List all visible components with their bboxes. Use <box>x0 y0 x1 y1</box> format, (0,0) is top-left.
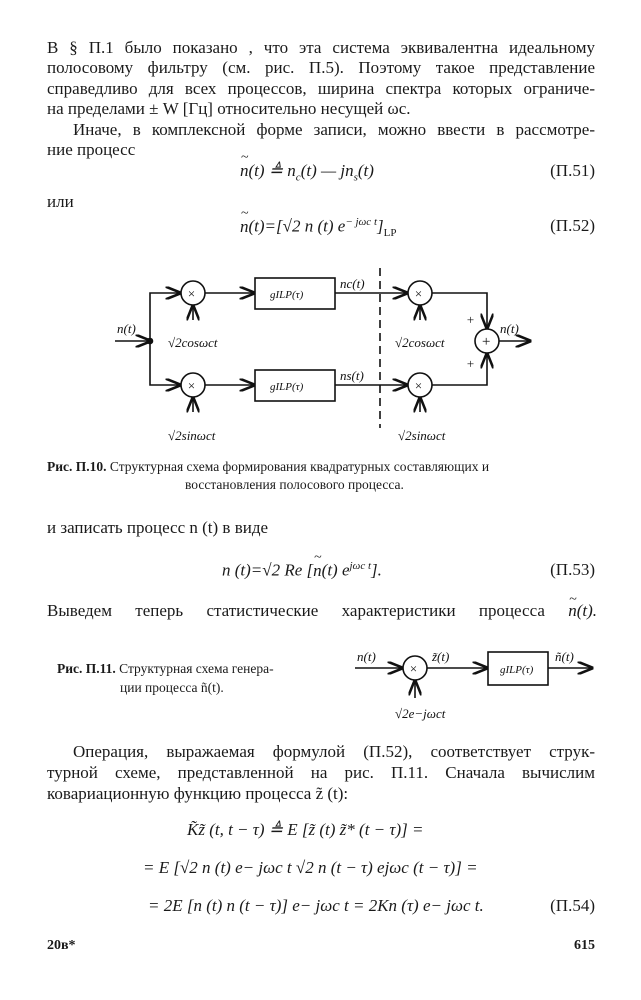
svg-text:+: + <box>466 356 475 371</box>
text-line: Иначе, в комплексной форме записи, можно… <box>73 120 595 139</box>
text-line: или <box>47 192 74 211</box>
svg-text:√2sinωct: √2sinωct <box>398 428 446 443</box>
equation-p54-line2: = E [√2 n (t) e− jωc t √2 n (t − τ) ejωc… <box>143 858 478 877</box>
figure-p10-caption: Рис. П.10. Структурная схема формировани… <box>47 459 490 474</box>
svg-text:√2sinωct: √2sinωct <box>168 428 216 443</box>
equation-number: (П.53) <box>550 560 595 579</box>
svg-text:×: × <box>187 378 196 393</box>
input-label: n(t) <box>117 321 136 336</box>
text-line: и записать процесс n (t) в виде <box>47 518 269 537</box>
figure-p10-caption-line2: восстановления полосового процесса. <box>185 477 404 492</box>
svg-text:√2e−jωct: √2e−jωct <box>395 706 446 721</box>
svg-text:ns(t): ns(t) <box>340 368 364 383</box>
equation-p54-line1: K̃z̃ (t, t − τ) ≜ E [z̃ (t) z̃* (t − τ)]… <box>187 820 424 839</box>
equation-p53: n (t)=√2 Re [n(t) ejωc t]. <box>222 550 382 581</box>
svg-text:×: × <box>414 378 423 393</box>
equation-number: (П.51) <box>550 161 595 180</box>
signature-mark: 20в* <box>47 938 76 953</box>
text-line: ние процесс <box>47 140 136 159</box>
equation-p52: n(t)=[√2 n (t) e− jωc t]LP <box>240 206 396 239</box>
svg-text:+: + <box>481 334 491 350</box>
svg-text:n(t): n(t) <box>500 321 519 336</box>
svg-text:z̃(t): z̃(t) <box>431 649 449 664</box>
svg-text:×: × <box>187 286 196 301</box>
svg-text:×: × <box>414 286 423 301</box>
text-line: на пределами ± W [Гц] относительно несущ… <box>47 99 411 118</box>
page-number: 615 <box>574 938 595 953</box>
text-line: турной схеме, представленной на рис. П.1… <box>47 763 595 782</box>
equation-number: (П.54) <box>550 896 595 915</box>
svg-text:+: + <box>466 312 475 327</box>
text-line: В § П.1 было показано , что эта система … <box>47 38 595 57</box>
text-line: Операция, выражаемая формулой (П.52), со… <box>73 742 595 761</box>
figure-p11-diagram: n(t) × z̃(t) gILP(τ) ñ(t) √2e−jωct <box>355 649 641 721</box>
figure-p11-caption-line2: ции процесса ñ(t). <box>120 680 224 695</box>
svg-text:ñ(t): ñ(t) <box>555 649 574 664</box>
svg-text:√2cosωct: √2cosωct <box>395 335 445 350</box>
svg-text:gILP(τ): gILP(τ) <box>500 664 534 676</box>
equation-p51: n(t) ≜ nc(t) — jns(t) <box>240 150 374 183</box>
text-line: справедливо для всех процессов, ширина с… <box>47 79 595 98</box>
svg-text:nc(t): nc(t) <box>340 276 365 291</box>
svg-text:gILP(τ): gILP(τ) <box>270 381 304 393</box>
text-line: Выведем теперь статистические характерис… <box>47 590 597 621</box>
text-line: полосовому фильтру (см. рис. П.5). Поэто… <box>47 58 595 77</box>
text-line: ковариационную функцию процесса z̃ (t): <box>47 784 349 803</box>
svg-text:n(t): n(t) <box>357 649 376 664</box>
svg-text:√2cosωct: √2cosωct <box>168 335 218 350</box>
equation-p54-line3: = 2E [n (t) n (t − τ)] e− jωc t = 2Kn (τ… <box>148 896 484 915</box>
figure-p10-diagram: n(t) × × × × + + + gILP(τ) gILP(τ) nc(t)… <box>115 268 641 443</box>
svg-text:×: × <box>409 661 418 676</box>
equation-number: (П.52) <box>550 216 595 235</box>
figure-p11-caption: Рис. П.11. Структурная схема генера- <box>57 661 274 676</box>
svg-text:gILP(τ): gILP(τ) <box>270 289 304 301</box>
